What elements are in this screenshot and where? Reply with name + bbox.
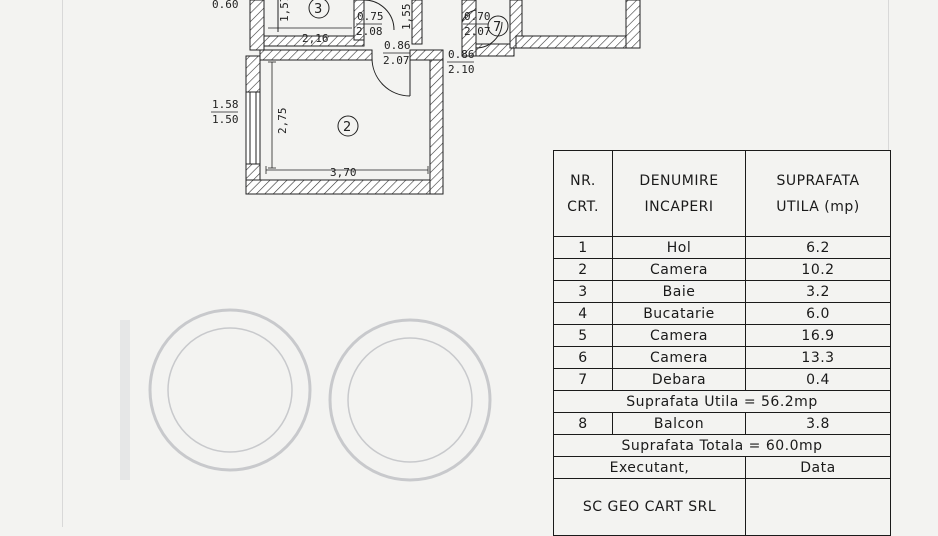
- authorization-stamps: [120, 308, 492, 482]
- dim-door-a-h: 2.07: [383, 54, 410, 67]
- margin-line-right: [888, 0, 889, 150]
- dimension-lines: [265, 27, 429, 174]
- dim-door3-w: 0.75: [357, 10, 384, 23]
- table-row: 7 Debara 0.4: [553, 368, 891, 391]
- room-number-3: 3: [314, 2, 322, 17]
- margin-line-left: [62, 0, 63, 527]
- table-row: 2 Camera 10.2: [553, 258, 891, 281]
- room-number-7: 7: [493, 20, 501, 35]
- window-room-2: [245, 91, 261, 165]
- table-row: 6 Camera 13.3: [553, 346, 891, 369]
- door-arcs: [363, 0, 503, 97]
- dim-room3-w: 2,16: [302, 32, 329, 45]
- company-name: SC GEO CART SRL: [553, 478, 746, 536]
- header-nr: NR. CRT.: [553, 150, 613, 237]
- dim-window-w: 1.58: [212, 98, 239, 111]
- room-areas-table: NR. CRT. DENUMIRE INCAPERI SUPRAFATA UTI…: [553, 150, 891, 536]
- dim-door-b-w: 0.86: [448, 48, 475, 61]
- header-area: SUPRAFATA UTILA (mp): [745, 150, 891, 237]
- grand-total-row: Suprafata Totala = 60.0mp: [553, 434, 891, 457]
- dim-door7-w: 0.70: [464, 10, 491, 23]
- dim-door-b-h: 2.10: [448, 63, 475, 76]
- dim-door-a-w: 0.86: [384, 39, 411, 52]
- executant-header-row: Executant, Data: [553, 456, 891, 479]
- table-row: 5 Camera 16.9: [553, 324, 891, 347]
- dim-room3-v: 1,57: [278, 0, 291, 22]
- room-3-walls: [249, 0, 423, 51]
- room-7-walls: [461, 0, 641, 57]
- table-row: 3 Baie 3.2: [553, 280, 891, 303]
- dim-window-h: 1.50: [212, 113, 239, 126]
- dim-room2-w: 3,70: [330, 166, 357, 179]
- dim-top-left: 0.60: [212, 0, 239, 11]
- company-row: SC GEO CART SRL: [553, 478, 891, 536]
- room-number-2: 2: [343, 120, 351, 135]
- table-row: 1 Hol 6.2: [553, 236, 891, 259]
- table-header-row: NR. CRT. DENUMIRE INCAPERI SUPRAFATA UTI…: [553, 150, 891, 237]
- useful-total-row: Suprafata Utila = 56.2mp: [553, 390, 891, 413]
- dim-room3-v2: 1,55: [400, 4, 413, 31]
- dim-door7-h: 2.07: [464, 25, 491, 38]
- balcony-row: 8 Balcon 3.8: [553, 412, 891, 435]
- dim-room2-v: 2,75: [276, 108, 289, 135]
- table-row: 4 Bucatarie 6.0: [553, 302, 891, 325]
- dim-door3-h: 2.08: [356, 25, 383, 38]
- date-cell: [745, 478, 891, 536]
- header-name: DENUMIRE INCAPERI: [612, 150, 746, 237]
